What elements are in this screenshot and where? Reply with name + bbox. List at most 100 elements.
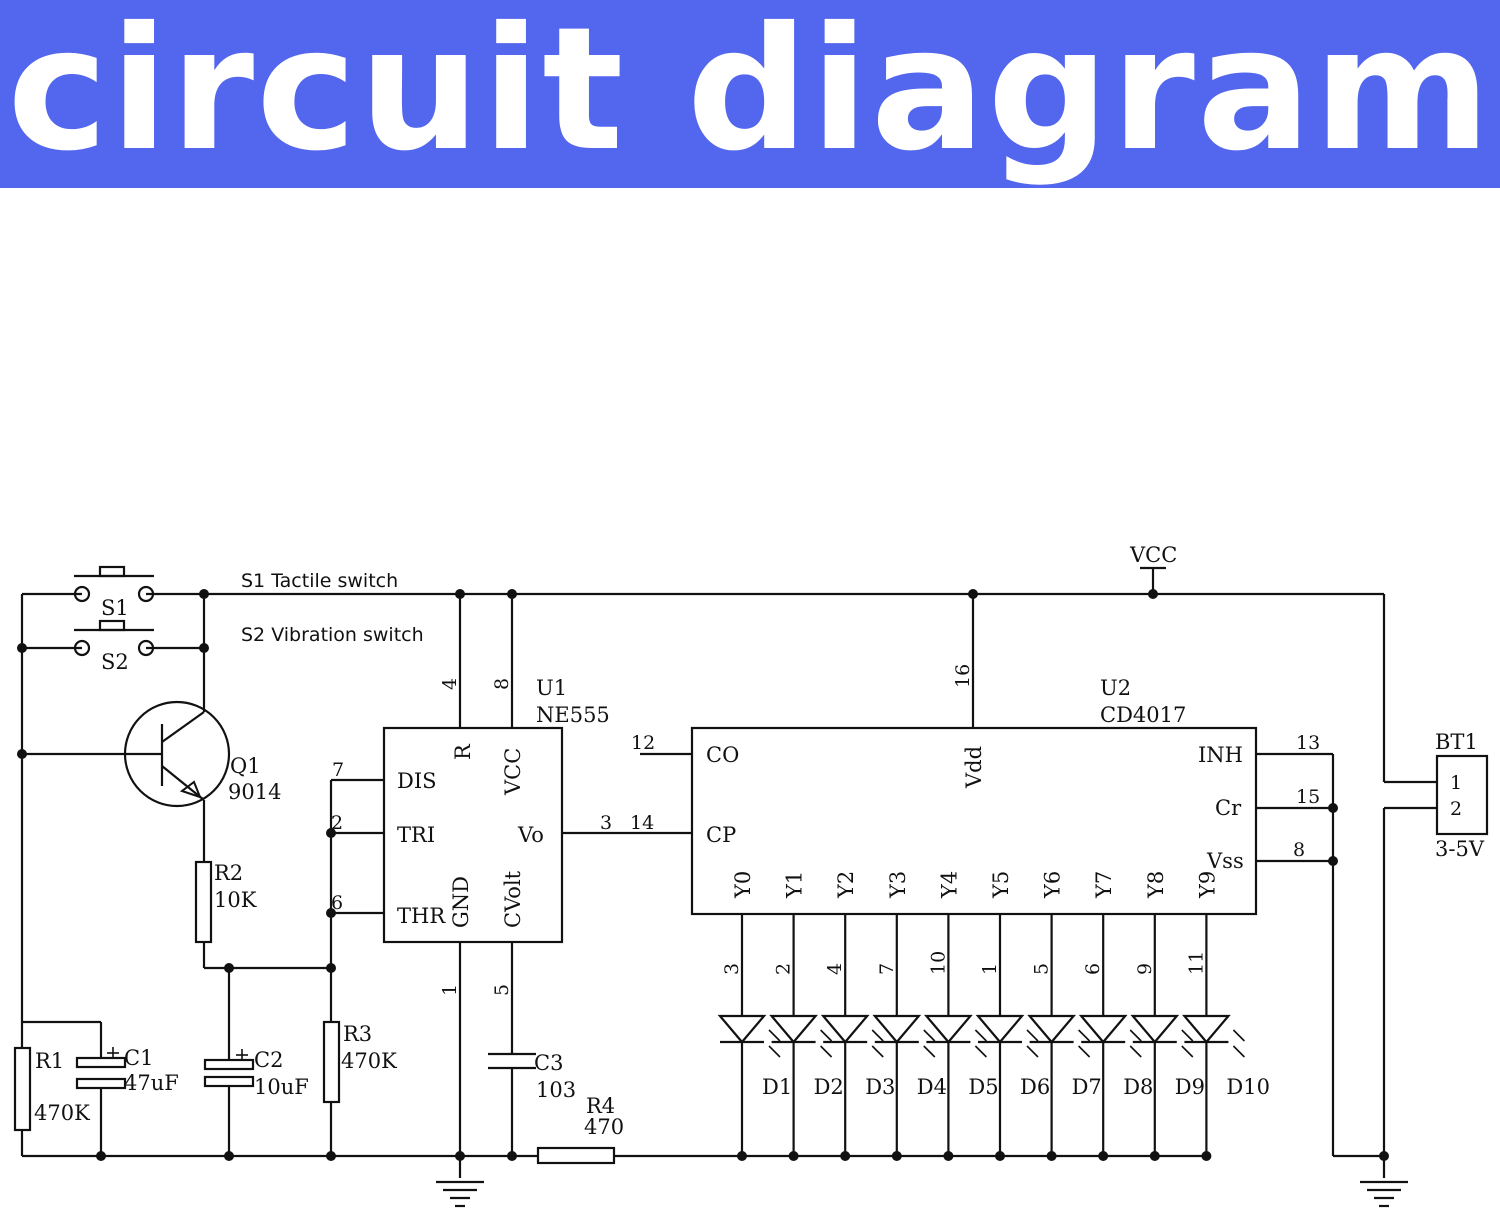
output-y6-pin-number: 5 bbox=[1031, 963, 1053, 975]
vcc-label: VCC bbox=[1129, 543, 1177, 567]
switch-s1: S1 bbox=[73, 565, 155, 620]
r3-value: 470K bbox=[341, 1049, 397, 1073]
output-y2-label: Y2 bbox=[834, 871, 858, 899]
led-d1-label: D1 bbox=[762, 1075, 792, 1099]
led-d2-junction bbox=[788, 1151, 799, 1161]
led-d9-triangle bbox=[1130, 1014, 1180, 1044]
u1-pin4-number: 4 bbox=[439, 678, 461, 690]
bt1-pin2: 2 bbox=[1450, 798, 1462, 820]
output-y6-label: Y6 bbox=[1041, 871, 1065, 899]
led-d7-ray2 bbox=[1078, 1045, 1091, 1058]
led-d3-triangle bbox=[820, 1014, 870, 1044]
output-y1-label: Y1 bbox=[783, 871, 807, 899]
output-y5-label: Y5 bbox=[989, 871, 1013, 899]
led-d6-label: D6 bbox=[1020, 1075, 1050, 1099]
u2-cp-label: CP bbox=[706, 823, 736, 847]
u2-pin16-number: 16 bbox=[952, 664, 974, 688]
led-d8-ray2 bbox=[1129, 1045, 1142, 1058]
resistor-r4: R4 470 bbox=[536, 1094, 624, 1165]
led-d5-ray2 bbox=[974, 1045, 987, 1058]
output-y8-pin-number: 9 bbox=[1134, 963, 1156, 975]
bt1-pin1: 1 bbox=[1450, 772, 1462, 794]
s1-note: S1 Tactile switch bbox=[241, 570, 398, 592]
led-d4-junction bbox=[891, 1151, 902, 1161]
led-d3-ray2 bbox=[871, 1045, 884, 1058]
u2-vdd-label: Vdd bbox=[962, 746, 986, 789]
bt1-ref: BT1 bbox=[1435, 730, 1478, 754]
led-d5-label: D5 bbox=[968, 1075, 998, 1099]
u2-pin14-number: 14 bbox=[630, 812, 654, 834]
bt1-value: 3-5V bbox=[1435, 837, 1485, 861]
led-d1-ray1 bbox=[768, 1029, 781, 1042]
led-d2-ray2 bbox=[820, 1045, 833, 1058]
output-y2-pin-number: 4 bbox=[824, 963, 846, 975]
ground-symbol-right bbox=[1360, 1180, 1408, 1208]
led-d6-ray1 bbox=[1026, 1029, 1039, 1042]
output-y4-label: Y4 bbox=[937, 871, 961, 899]
page-title: circuit diagram bbox=[7, 0, 1493, 189]
u1-r-label: R bbox=[451, 743, 475, 760]
led-d3-junction bbox=[840, 1151, 851, 1161]
output-y0-label: Y0 bbox=[731, 871, 755, 899]
led-d2-triangle bbox=[769, 1014, 818, 1044]
u1-pin7-number: 7 bbox=[332, 759, 344, 781]
output-y7-pin-number: 6 bbox=[1082, 963, 1104, 975]
led-d10-label: D10 bbox=[1226, 1075, 1270, 1099]
u2-pin12-number: 12 bbox=[631, 732, 655, 754]
resistor-r3: R3 470K bbox=[322, 1020, 397, 1104]
led-d5-junction bbox=[943, 1151, 954, 1161]
resistor-r1: R1 470K bbox=[13, 1046, 90, 1132]
r4-value: 470 bbox=[584, 1115, 624, 1139]
s2-note: S2 Vibration switch bbox=[241, 624, 424, 646]
led-d9-ray2 bbox=[1181, 1045, 1194, 1058]
u1-tri-label: TRI bbox=[397, 823, 435, 847]
u1-dis-label: DIS bbox=[397, 769, 437, 793]
led-d4-ray2 bbox=[923, 1045, 936, 1058]
led-d6-junction bbox=[995, 1151, 1005, 1161]
u1-pin1-number: 1 bbox=[439, 984, 461, 996]
u1-gnd-label: GND bbox=[449, 876, 473, 928]
led-d7-triangle bbox=[1027, 1014, 1076, 1044]
output-y3-label: Y3 bbox=[886, 871, 910, 899]
output-y3-pin-number: 7 bbox=[876, 963, 898, 975]
output-y4-pin-number: 10 bbox=[927, 951, 949, 975]
led-d4-triangle bbox=[872, 1014, 922, 1044]
led-d10-triangle bbox=[1182, 1014, 1231, 1044]
u2-pin8-number: 8 bbox=[1293, 839, 1305, 861]
led-d7-ray1 bbox=[1078, 1029, 1091, 1042]
led-d7-label: D7 bbox=[1072, 1075, 1102, 1099]
switch-s2: S2 bbox=[73, 619, 155, 674]
output-y1-pin-number: 2 bbox=[773, 963, 795, 975]
u1-part: NE555 bbox=[536, 703, 610, 727]
r1-value: 470K bbox=[34, 1101, 90, 1125]
resistor-r2: R2 10K bbox=[194, 860, 257, 944]
c3-value: 103 bbox=[536, 1078, 576, 1102]
led-d10-ray2 bbox=[1232, 1045, 1245, 1058]
u1-pin5-number: 5 bbox=[491, 984, 513, 996]
led-d1-triangle bbox=[717, 1014, 767, 1044]
u1-thr-label: THR bbox=[397, 904, 446, 928]
r1-ref: R1 bbox=[35, 1049, 64, 1073]
q1-ref: Q1 bbox=[230, 754, 261, 778]
s1-label: S1 bbox=[101, 596, 129, 620]
led-d1-junction bbox=[737, 1151, 747, 1161]
s2-label: S2 bbox=[101, 650, 129, 674]
led-d4-ray1 bbox=[923, 1029, 936, 1042]
ic-u1-ne555: U1 NE555 DIS TRI THR Vo R VCC GND CVolt … bbox=[331, 676, 612, 996]
output-y5-pin-number: 1 bbox=[979, 963, 1001, 975]
led-d4-label: D4 bbox=[917, 1075, 947, 1099]
u2-cr-label: Cr bbox=[1215, 796, 1242, 820]
c2-ref: C2 bbox=[254, 1048, 283, 1072]
battery-bt1: BT1 1 2 3-5V bbox=[1435, 730, 1489, 861]
r2-value: 10K bbox=[214, 888, 257, 912]
led-d7-junction bbox=[1046, 1151, 1057, 1161]
ic-u2-cd4017: U2 CD4017 CO CP INH Cr Vss Vdd 12 14 16 … bbox=[630, 664, 1320, 916]
led-d9-junction bbox=[1149, 1151, 1160, 1161]
led-d2-label: D2 bbox=[814, 1075, 844, 1099]
led-d8-label: D8 bbox=[1123, 1075, 1153, 1099]
transistor-q1: Q1 9014 bbox=[123, 700, 281, 808]
capacitor-c2: C2 10uF bbox=[203, 1048, 309, 1099]
u2-ref: U2 bbox=[1100, 676, 1131, 700]
led-d8-triangle bbox=[1078, 1014, 1128, 1044]
u2-pin15-number: 15 bbox=[1296, 786, 1320, 808]
